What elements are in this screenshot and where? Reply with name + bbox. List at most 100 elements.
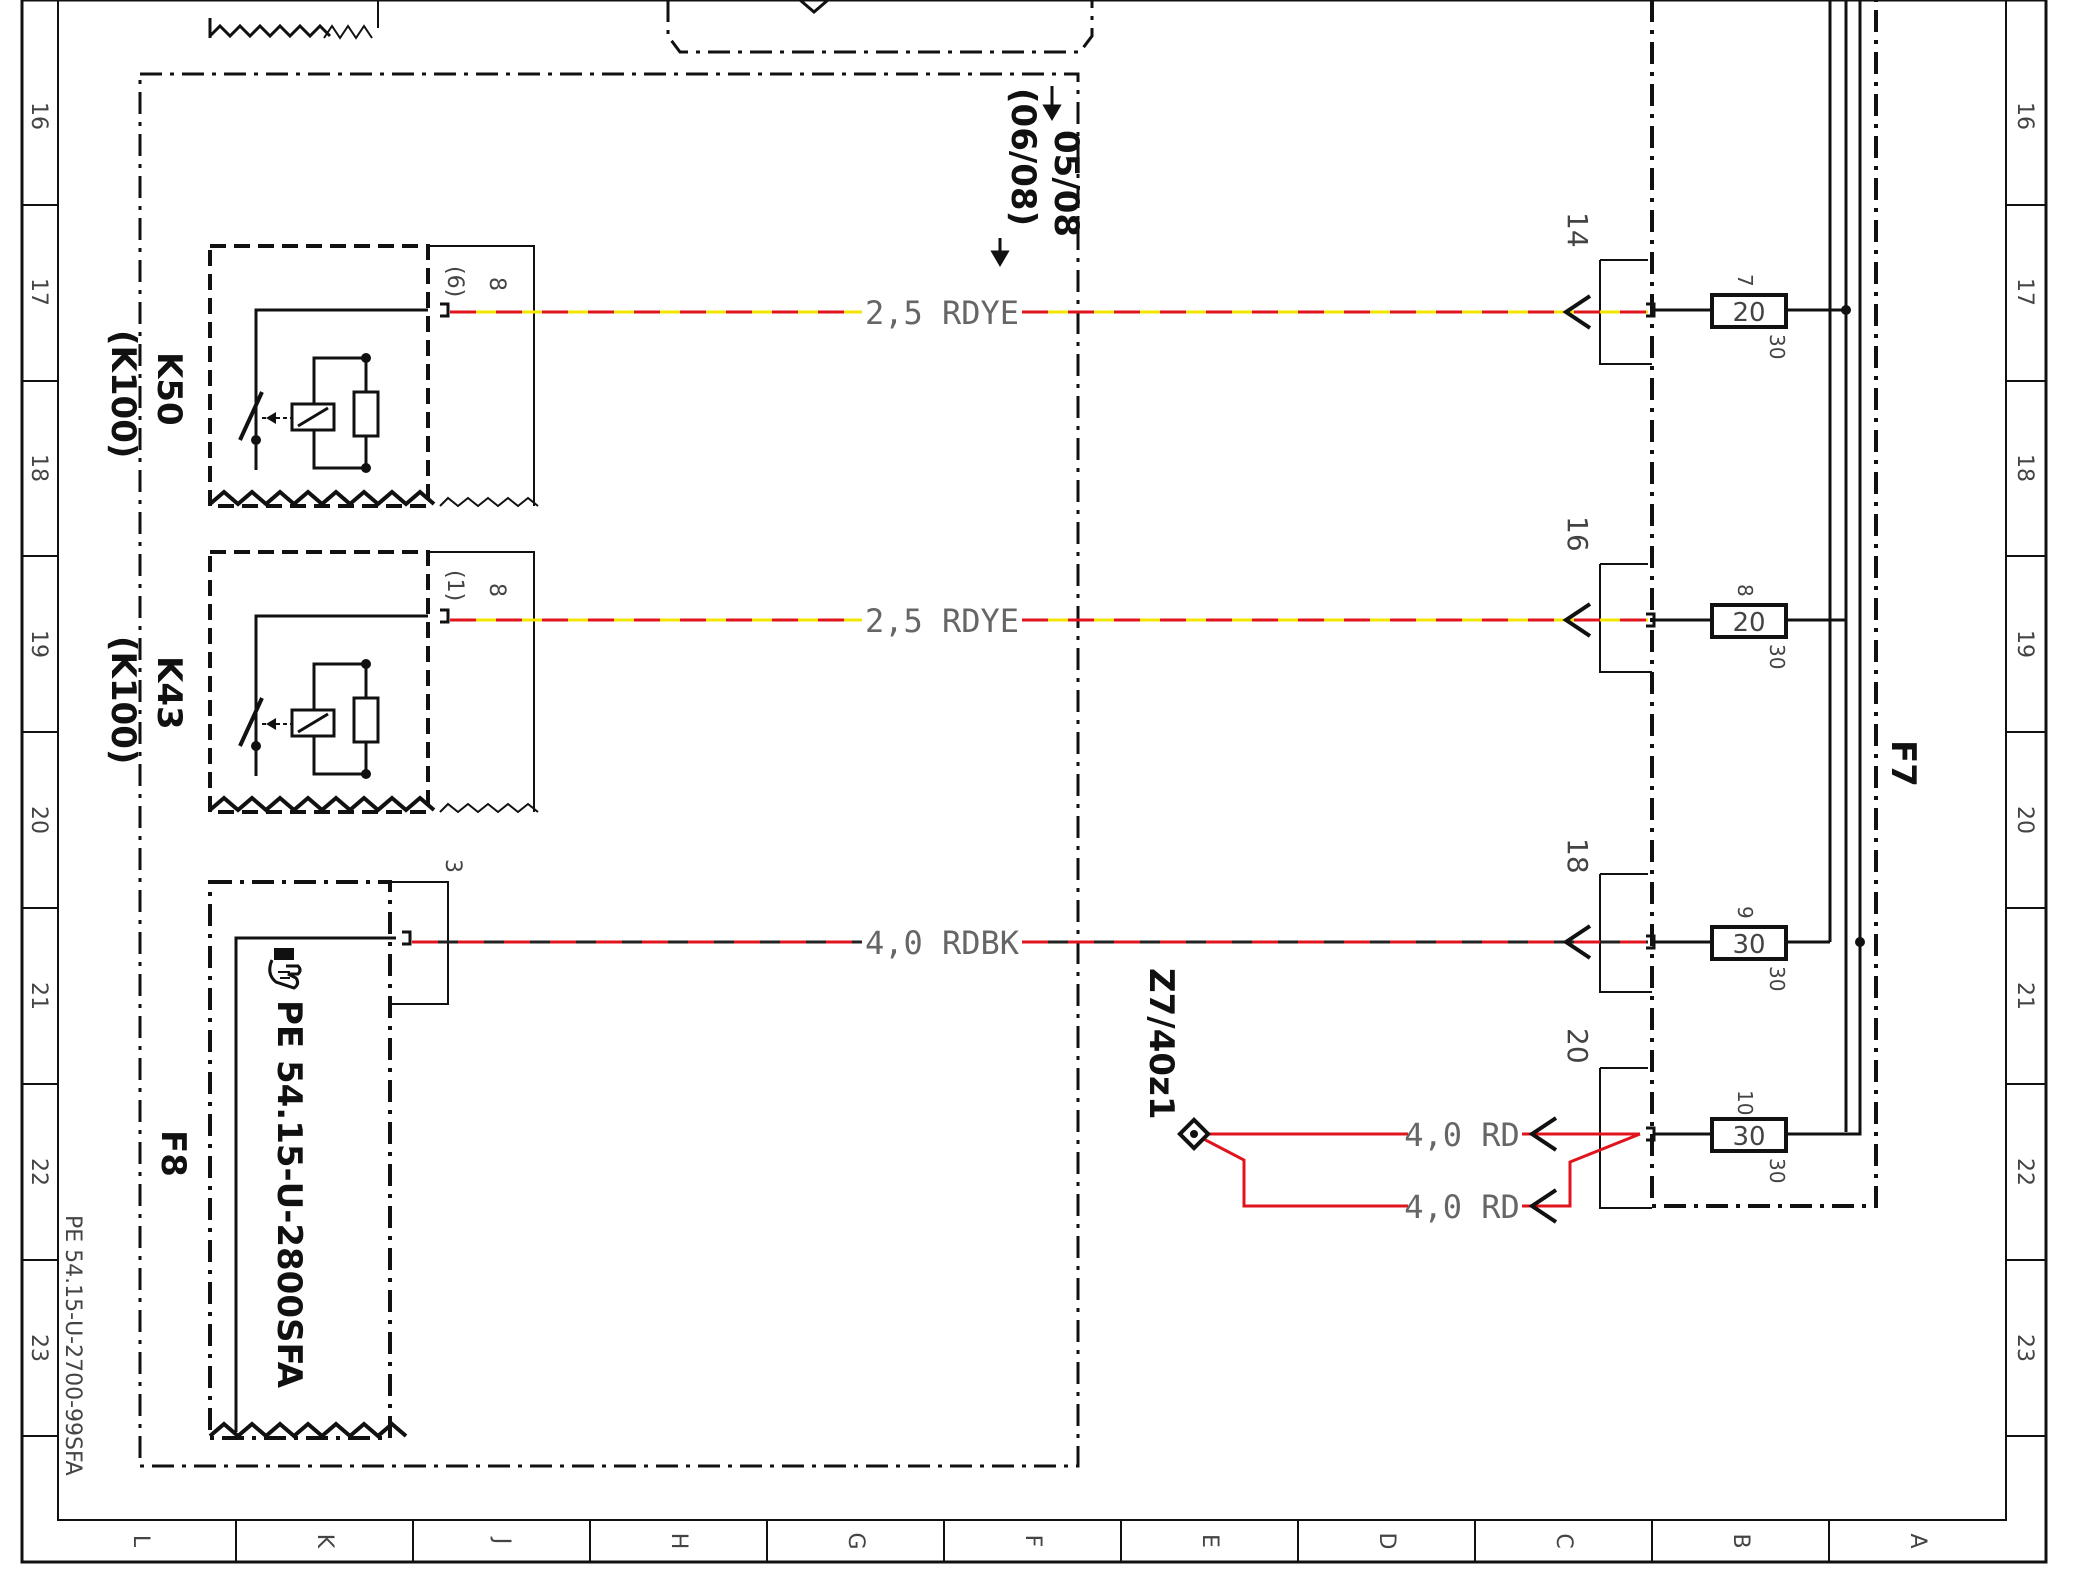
- column-label-d: D: [1374, 1533, 1399, 1550]
- fuse-8: 20 8 30: [1710, 584, 1789, 669]
- wire-f8-to-pin18: 4,0 RDBK: [412, 924, 1648, 962]
- k43-label: K43: [149, 656, 189, 730]
- sheet-id: PE 54.15-U-2700-99SFA: [60, 1215, 85, 1476]
- sheet-frame: [20, 0, 2048, 1564]
- fuse-8-terminal: 30: [1765, 644, 1789, 669]
- page-reference-secondary: (06/08): [1003, 88, 1043, 226]
- connector-pin-20: 20: [1561, 1028, 1594, 1064]
- page-reference-primary: 05/08: [1046, 130, 1086, 237]
- f7-label: F7: [1883, 740, 1923, 787]
- column-label-h: H: [666, 1533, 691, 1550]
- wire-3-plug-arrow: [1562, 924, 1592, 960]
- fuse-9-rating: 30: [1732, 930, 1765, 960]
- top-partial-component: [208, 0, 1094, 54]
- wire-5-plug-arrow: [1528, 1188, 1558, 1224]
- splice-label: Z7/40z1: [1141, 968, 1181, 1120]
- row-label-23-right: 23: [2012, 1334, 2037, 1362]
- wire-1-label: 2,5 RDYE: [865, 294, 1019, 332]
- pin-to-fuse-stubs: [1646, 302, 1712, 1142]
- relay-k50: 8 (6) K50 (K100): [103, 244, 539, 508]
- inner-border: [57, 0, 2007, 1521]
- fuse-10: 30 10 30: [1710, 1090, 1789, 1183]
- row-label-20-left: 20: [26, 806, 51, 834]
- row-label-22-right: 22: [2012, 1158, 2037, 1186]
- page-reference: 05/08 (06/08): [1003, 88, 1086, 237]
- row-label-17-right: 17: [2012, 278, 2037, 306]
- fuse-block-f8: 3 F8 PE 54.15-U-2800SFA: [153, 859, 465, 1440]
- row-label-16-left: 16: [26, 102, 51, 130]
- k50-sub-label: (K100): [103, 330, 143, 458]
- column-labels: L K J H G F E D C B A: [128, 1532, 1930, 1549]
- fuse-10-terminal: 30: [1765, 1158, 1789, 1183]
- fuse-10-rating: 30: [1732, 1122, 1765, 1152]
- wire-4-label: 4,0 RD: [1404, 1116, 1520, 1154]
- row-labels-left: 16 17 18 19 20 21 22 23: [26, 102, 51, 1362]
- row-label-16-right: 16: [2012, 102, 2037, 130]
- f7-bus-lines: [1786, 0, 1862, 1136]
- fuse-7: 20 7 30: [1710, 274, 1789, 359]
- f8-reference-note: PE 54.15-U-2800SFA: [269, 1000, 309, 1389]
- row-label-21-right: 21: [2012, 982, 2037, 1010]
- k50-pin-number: 8: [484, 277, 509, 291]
- column-label-b: B: [1728, 1533, 1753, 1548]
- fuse-7-number: 7: [1733, 274, 1757, 287]
- wire-5-label: 4,0 RD: [1404, 1188, 1520, 1226]
- row-label-22-left: 22: [26, 1158, 51, 1186]
- column-label-k: K: [312, 1534, 337, 1549]
- relay-k43: 8 (1) K43 (K100): [103, 550, 539, 814]
- f7-outline: [1650, 0, 1878, 1208]
- column-label-l: L: [128, 1535, 153, 1548]
- fuse-8-number: 8: [1733, 584, 1757, 597]
- connector-pin-16: 16: [1561, 516, 1594, 552]
- wire-k43-to-pin16: 2,5 RDYE: [450, 602, 1648, 640]
- row-label-23-left: 23: [26, 1334, 51, 1362]
- column-label-e: E: [1197, 1534, 1222, 1548]
- row-label-19-right: 19: [2012, 630, 2037, 658]
- fuse-9: 30 9 30: [1710, 906, 1789, 991]
- column-label-j: J: [489, 1536, 514, 1545]
- fuse-8-rating: 20: [1732, 608, 1765, 638]
- module-outline: [138, 72, 1080, 1468]
- column-dividers: [235, 1520, 1830, 1562]
- wire-2-label: 2,5 RDYE: [865, 602, 1019, 640]
- bus-junctions: [1841, 305, 1865, 947]
- wire-k50-to-pin14: 2,5 RDYE: [450, 294, 1648, 332]
- fuse-9-terminal: 30: [1765, 966, 1789, 991]
- fuse-7-rating: 20: [1732, 298, 1765, 328]
- row-dividers: [22, 204, 2046, 1437]
- row-label-18-right: 18: [2012, 454, 2037, 482]
- connector-pin-labels: 14 16 18 20: [1561, 212, 1594, 1064]
- row-label-17-left: 17: [26, 278, 51, 306]
- k43-pin-alt: (1): [442, 570, 467, 601]
- k43-pin-number: 8: [484, 583, 509, 597]
- f8-pin-number: 3: [440, 859, 465, 873]
- connector-pin-18: 18: [1561, 838, 1594, 874]
- fuse-10-number: 10: [1733, 1090, 1757, 1115]
- column-label-g: G: [843, 1532, 868, 1549]
- wire-2-plug-arrow: [1562, 602, 1592, 638]
- k43-sub-label: (K100): [103, 636, 143, 764]
- connector-brackets: [1599, 259, 1652, 1209]
- wire-splice-upper: 4,0 RD: [1194, 1116, 1640, 1154]
- fuse-7-terminal: 30: [1765, 334, 1789, 359]
- connector-pin-14: 14: [1561, 212, 1594, 248]
- splice-point: [1190, 1130, 1198, 1138]
- column-label-f: F: [1020, 1535, 1045, 1548]
- wire-3-label: 4,0 RDBK: [865, 924, 1020, 962]
- k50-label: K50: [149, 352, 189, 426]
- wire-4-plug-arrow: [1528, 1116, 1558, 1152]
- row-labels-right: 16 17 18 19 20 21 22 23: [2012, 102, 2037, 1362]
- row-label-18-left: 18: [26, 454, 51, 482]
- column-label-a: A: [1905, 1533, 1930, 1548]
- wire-splice-lower: 4,0 RD: [1193, 1132, 1641, 1226]
- row-label-19-left: 19: [26, 630, 51, 658]
- row-label-20-right: 20: [2012, 806, 2037, 834]
- row-label-21-left: 21: [26, 982, 51, 1010]
- column-label-c: C: [1551, 1533, 1576, 1548]
- pointing-hand-icon: [268, 948, 302, 990]
- outer-border: [20, 0, 2048, 1564]
- reference-arrows: [990, 86, 1062, 267]
- wire-1-plug-arrow: [1562, 294, 1592, 330]
- top-diamond-mark: [799, 0, 829, 14]
